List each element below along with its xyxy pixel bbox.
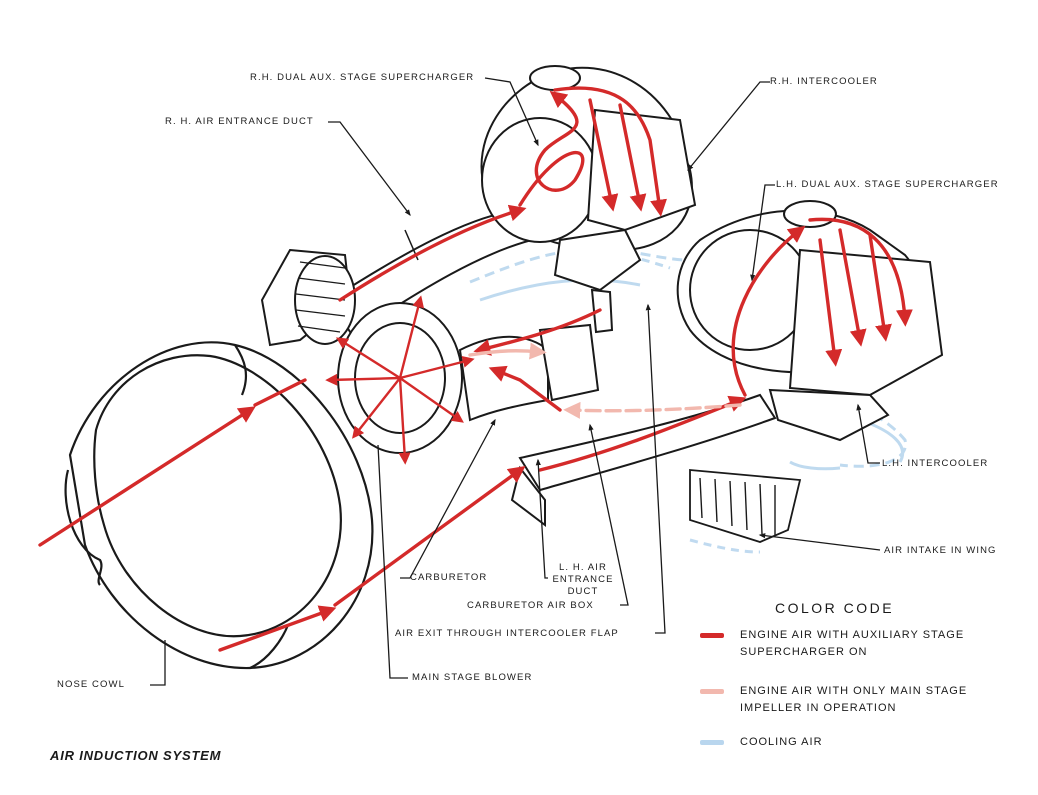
legend-item-aux-air: ENGINE AIR WITH AUXILIARY STAGE SUPERCHA… bbox=[740, 627, 964, 661]
legend-item-aux-line1: ENGINE AIR WITH AUXILIARY STAGE bbox=[740, 629, 965, 641]
leader-lines bbox=[150, 77, 881, 686]
label-nose-cowl: NOSE COWL bbox=[57, 679, 125, 690]
label-lh-intercooler: L.H. INTERCOOLER bbox=[882, 458, 989, 469]
color-code-swatches bbox=[700, 633, 724, 745]
label-rh-intercooler: R.H. INTERCOOLER bbox=[770, 76, 878, 87]
legend-item-aux-line2: SUPERCHARGER ON bbox=[740, 646, 868, 658]
label-air-exit-intercooler-flap: AIR EXIT THROUGH INTERCOOLER FLAP bbox=[395, 628, 619, 639]
main-blower-radial-flow bbox=[325, 295, 475, 465]
label-lh-air-entrance-line1: L. H. AIR bbox=[559, 562, 607, 573]
air-intake-in-wing bbox=[689, 469, 802, 543]
label-rh-air-entrance-duct: R. H. AIR ENTRANCE DUCT bbox=[165, 116, 314, 127]
label-lh-air-entrance-line3: DUCT bbox=[567, 586, 599, 597]
label-lh-air-entrance-duct: L. H. AIR ENTRANCE DUCT bbox=[548, 562, 618, 598]
nose-cowl bbox=[64, 341, 374, 670]
label-rh-dual-aux-supercharger: R.H. DUAL AUX. STAGE SUPERCHARGER bbox=[250, 72, 475, 83]
color-code-heading: COLOR CODE bbox=[775, 600, 895, 616]
legend-item-main-air: ENGINE AIR WITH ONLY MAIN STAGE IMPELLER… bbox=[740, 683, 967, 717]
diagram-title: AIR INDUCTION SYSTEM bbox=[50, 748, 222, 763]
label-main-stage-blower: MAIN STAGE BLOWER bbox=[412, 672, 533, 683]
legend-item-cooling-air: COOLING AIR bbox=[740, 734, 823, 751]
engine-air-main-flow bbox=[468, 342, 742, 419]
label-air-intake-in-wing: AIR INTAKE IN WING bbox=[884, 545, 997, 556]
label-carburetor-air-box: CARBURETOR AIR BOX bbox=[467, 600, 594, 611]
label-lh-dual-aux-supercharger: L.H. DUAL AUX. STAGE SUPERCHARGER bbox=[776, 179, 999, 190]
label-carburetor: CARBURETOR bbox=[410, 572, 488, 583]
label-lh-air-entrance-line2: ENTRANCE bbox=[552, 574, 614, 585]
legend-item-main-line2: IMPELLER IN OPERATION bbox=[740, 702, 897, 714]
legend-item-cooling-line1: COOLING AIR bbox=[740, 736, 823, 748]
legend-item-main-line1: ENGINE AIR WITH ONLY MAIN STAGE bbox=[740, 685, 968, 697]
